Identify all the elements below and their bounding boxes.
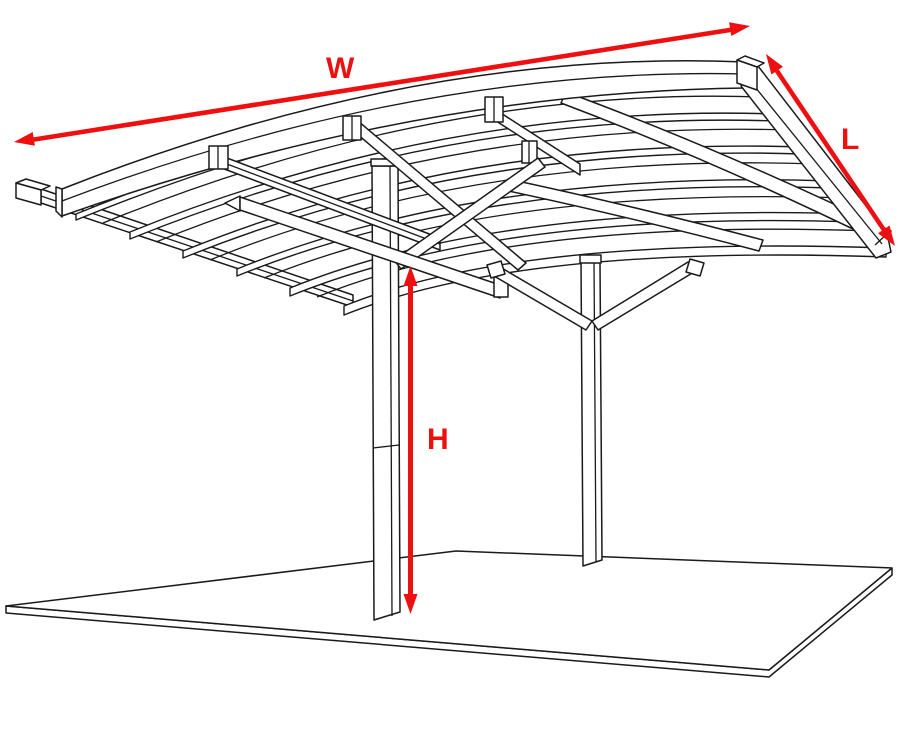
length-label: L xyxy=(841,123,859,156)
rear-post-cap xyxy=(579,254,602,264)
ground-slab xyxy=(5,550,893,678)
arrowhead xyxy=(766,54,783,75)
arch-left-end-cap xyxy=(55,186,63,218)
slab-top xyxy=(5,550,893,671)
height-label: H xyxy=(427,423,449,456)
mid-roof-band xyxy=(503,178,764,252)
front-post-brace xyxy=(393,157,546,270)
front-girder xyxy=(239,196,501,299)
arrowhead xyxy=(729,22,750,36)
arrowhead xyxy=(14,132,35,146)
arrowhead xyxy=(403,594,418,614)
knee-braces xyxy=(224,157,705,331)
brace-end-cap xyxy=(486,260,506,279)
roof-slat xyxy=(263,195,846,279)
roof-slat xyxy=(102,95,763,224)
roof-rafters xyxy=(208,96,581,271)
front-arch-beam xyxy=(55,60,747,218)
height-dimension-arrow xyxy=(403,266,418,614)
rear-brace-left xyxy=(493,266,593,331)
arrowhead xyxy=(403,266,418,286)
front-post xyxy=(370,158,401,621)
roof-slat-near-edge xyxy=(343,245,887,316)
rear-post xyxy=(579,254,603,567)
right-edge-rafter xyxy=(736,55,892,259)
rear-brace-right xyxy=(591,261,695,331)
width-dimension-arrow xyxy=(14,22,750,146)
brace-end-cap xyxy=(685,258,705,277)
length-dimension-arrow xyxy=(766,54,895,246)
width-label: W xyxy=(326,52,355,85)
arrowhead xyxy=(878,225,895,246)
